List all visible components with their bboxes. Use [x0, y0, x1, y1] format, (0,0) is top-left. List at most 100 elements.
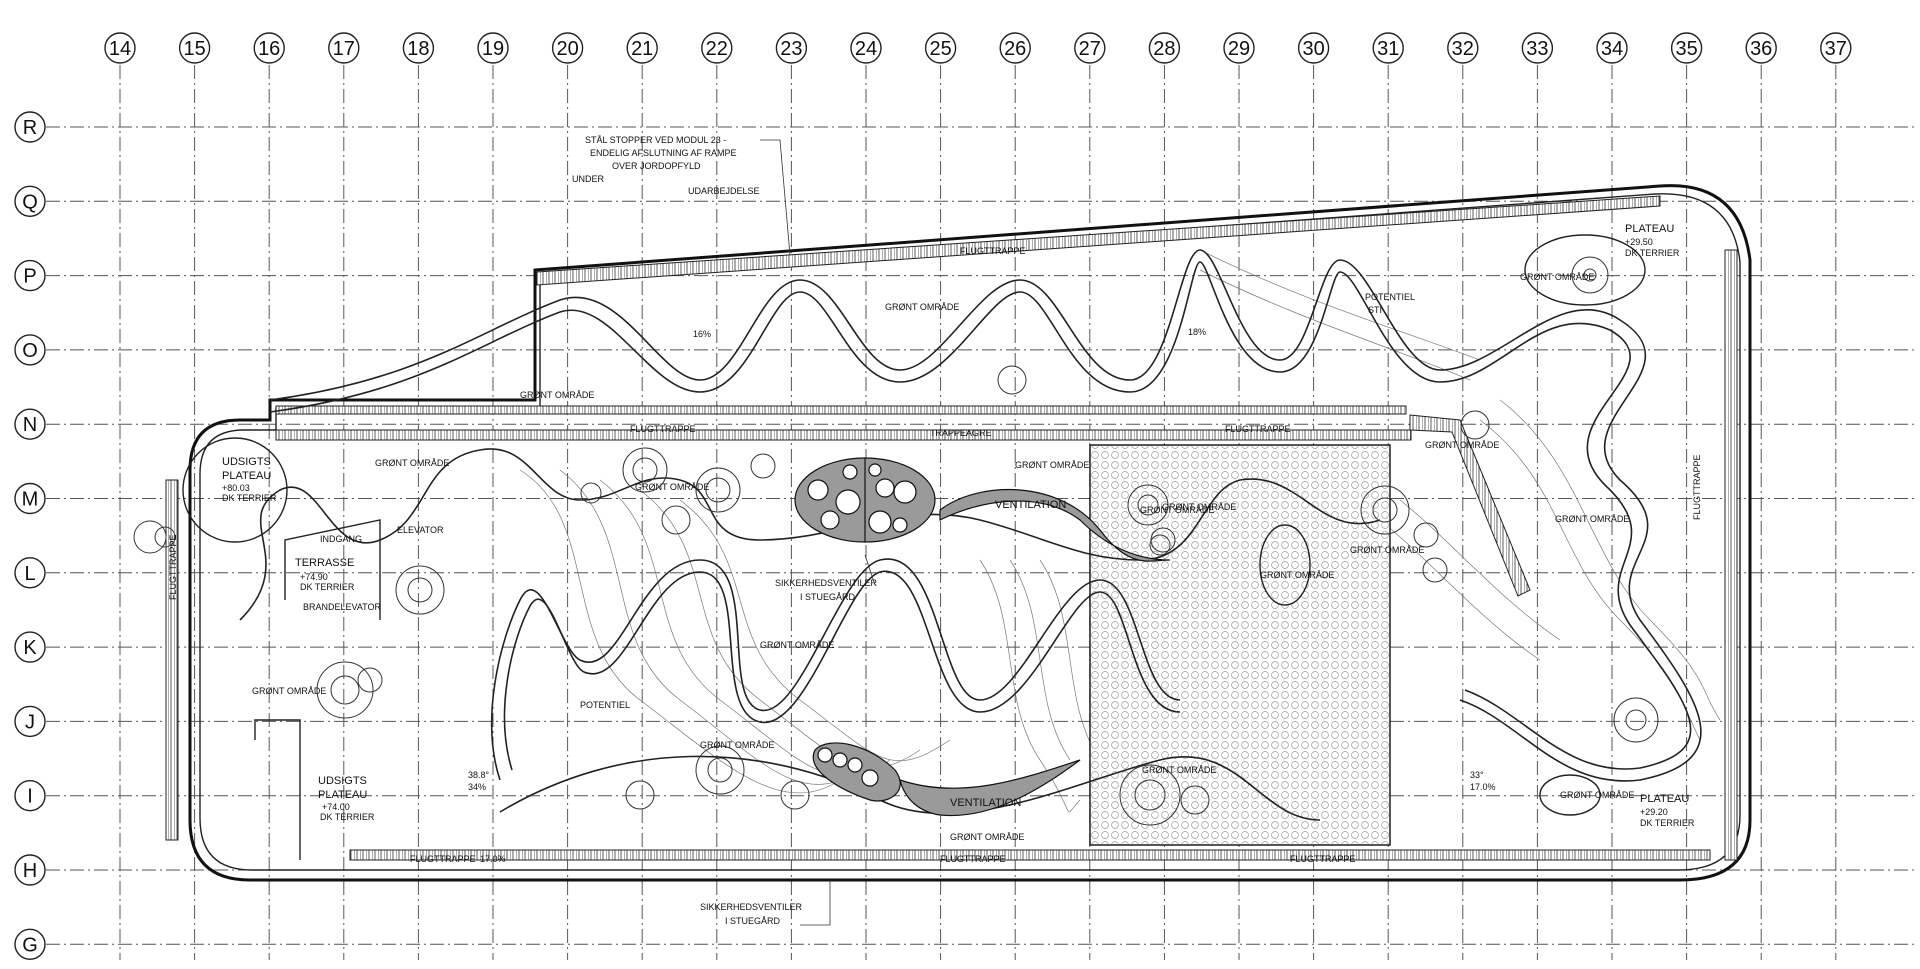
slope-2: 18%	[1188, 327, 1206, 337]
grid-column-bubble-19: 19	[477, 32, 509, 64]
grid-column-label-29: 29	[1228, 38, 1250, 60]
grid-column-bubble-35: 35	[1670, 32, 1703, 64]
udsigts-plateau-top-line-2: PLATEAU	[222, 470, 271, 482]
grid-row-label-R: R	[23, 117, 37, 139]
gront-omrade-label-11: GRØNT OMRÅDE	[1142, 765, 1216, 775]
grid-column-bubble-15: 15	[178, 32, 211, 64]
gront-omrade-label-4: GRØNT OMRÅDE	[635, 482, 709, 492]
grid-column-bubble-23: 23	[775, 32, 808, 64]
grid-column-bubble-28: 28	[1148, 32, 1181, 64]
grid-column-label-33: 33	[1526, 38, 1548, 60]
grid-row-label-L: L	[24, 563, 35, 585]
annotations: STÅL STOPPER VED MODUL 23 - ENDELIG AFSL…	[168, 135, 1702, 926]
grid-column-label-24: 24	[855, 38, 877, 60]
grid-row-bubble-O: O	[14, 334, 46, 366]
elevator-label: ELEVATOR	[397, 525, 444, 535]
gront-omrade-label-12: GRØNT OMRÅDE	[950, 832, 1024, 842]
grid-column-label-20: 20	[556, 38, 578, 60]
grid-column-bubble-25: 25	[924, 32, 957, 64]
udarbejdelse-note: UDARBEJDELSE	[688, 186, 760, 196]
gront-omrade-label-14: GRØNT OMRÅDE	[1520, 272, 1594, 282]
trees	[133, 256, 1659, 826]
ventilation-bottom	[812, 742, 1081, 817]
paved-square	[1089, 444, 1391, 846]
indgang-label: INDGANG	[320, 534, 362, 544]
udsigts-plateau-bottom-line-4: DK TERRIER	[320, 812, 375, 822]
grid-row-bubble-K: K	[14, 631, 46, 663]
grid-column-label-19: 19	[482, 38, 504, 60]
grid-row-label-N: N	[23, 414, 37, 436]
grid-column-label-30: 30	[1302, 38, 1324, 60]
grid-column-bubble-27: 27	[1074, 32, 1106, 64]
grid-column-label-37: 37	[1825, 38, 1847, 60]
grid-row-label-O: O	[22, 340, 38, 362]
grid-column-bubble-21: 21	[626, 32, 658, 64]
grid-row-bubble-P: P	[14, 259, 46, 292]
grid-row-label-M: M	[22, 489, 39, 511]
gront-omrade-label-8: GRØNT OMRÅDE	[1350, 545, 1424, 555]
leader-lines	[760, 139, 876, 926]
gront-omrade-label-13: GRØNT OMRÅDE	[252, 686, 326, 696]
grid-row-label-G: G	[22, 934, 38, 956]
bottom-pct: 17.0%	[480, 854, 506, 864]
grid-column-bubble-30: 30	[1297, 32, 1330, 64]
plateau-bottom-line-2: +29.20	[1640, 807, 1668, 817]
ventilation-bottom-label: VENTILATION	[950, 797, 1021, 809]
grid-column-bubble-31: 31	[1372, 32, 1404, 64]
gront-omrade-label-3: GRØNT OMRÅDE	[375, 458, 449, 468]
grid-row-bubble-I: I	[14, 780, 46, 812]
brandelevator-label: BRANDELEVATOR	[303, 602, 382, 612]
grid-column-label-32: 32	[1452, 38, 1474, 60]
gront-omrade-label-5: GRØNT OMRÅDE	[1015, 460, 1089, 470]
gront-omrade-label-17: GRØNT OMRÅDE	[1162, 502, 1236, 512]
gront-omrade-label-18: GRØNT OMRÅDE	[1260, 570, 1334, 580]
gront-omrade-label-2: GRØNT OMRÅDE	[520, 390, 594, 400]
slope-6: 17.0%	[1470, 782, 1496, 792]
slope-4: 34%	[468, 782, 486, 792]
grid-column-bubble-22: 22	[701, 32, 733, 64]
flugttrappe-bottom-1: FLUGTTRAPPE	[410, 854, 476, 864]
potentiel-sti-line-1: POTENTIEL	[1365, 292, 1415, 302]
flugttrappe-top: FLUGTTRAPPE	[960, 246, 1026, 256]
sikkerhedsventiler-top-1: SIKKERHEDSVENTILER	[775, 578, 878, 588]
sikkerhedsventiler-bottom-1: SIKKERHEDSVENTILER	[700, 902, 803, 912]
grid-row-bubble-H: H	[14, 854, 46, 886]
gront-omrade-label-10: GRØNT OMRÅDE	[700, 740, 774, 750]
terrasse-line-2: +74.90	[300, 572, 328, 582]
grid-column-label-16: 16	[258, 38, 280, 60]
sikkerhedsventiler-bottom-2: I STUEGÅRD	[725, 916, 781, 926]
grid-column-label-25: 25	[929, 38, 951, 60]
plateau-bottom-line-3: DK TERRIER	[1640, 818, 1695, 828]
plateau-bottom-line-1: PLATEAU	[1640, 793, 1689, 805]
grid-column-label-35: 35	[1675, 38, 1697, 60]
grid-column-bubble-36: 36	[1745, 32, 1777, 64]
grid-row-bubble-Q: Q	[14, 185, 46, 218]
flugttrappe-n1: FLUGTTRAPPE	[630, 424, 696, 434]
winding-paths	[239, 249, 1702, 821]
grid-column-bubble-29: 29	[1223, 32, 1255, 64]
grid-column-bubble-34: 34	[1596, 32, 1628, 64]
grid-column-bubble-18: 18	[402, 32, 435, 64]
grid-row-bubble-J: J	[14, 705, 46, 738]
terrasse-line-3: DK TERRIER	[300, 582, 355, 592]
udsigts-plateau-top-line-1: UDSIGTS	[222, 456, 271, 468]
grid-column-label-15: 15	[183, 38, 205, 60]
steel-note-line-3: OVER JORDOPFYLD	[612, 161, 701, 171]
potentiel-lower: POTENTIEL	[580, 700, 630, 710]
flugttrappe-bottom-2: FLUGTTRAPPE	[940, 854, 1006, 864]
udsigts-plateau-top-line-4: DK TERRIER	[222, 493, 277, 503]
grid-column-bubble-14: 14	[104, 32, 136, 64]
flugttrappe-n2: FLUGTTRAPPE	[1225, 424, 1291, 434]
plateau-top-line-2: +29.50	[1625, 237, 1653, 247]
grid-column-bubble-32: 32	[1447, 32, 1479, 64]
grid-row-bubble-G: G	[14, 928, 46, 960]
grid-row-label-J: J	[25, 711, 35, 733]
grid-row-label-H: H	[23, 860, 37, 882]
slope-1: 16%	[693, 329, 711, 339]
plateau-top-line-3: DK TERRIER	[1625, 248, 1680, 258]
grid-column-bubble-37: 37	[1820, 32, 1852, 64]
grid-column-label-26: 26	[1004, 38, 1026, 60]
gront-omrade-label-9: GRØNT OMRÅDE	[1140, 505, 1214, 515]
trappe-label: TRAPPEAGRE	[930, 428, 992, 438]
